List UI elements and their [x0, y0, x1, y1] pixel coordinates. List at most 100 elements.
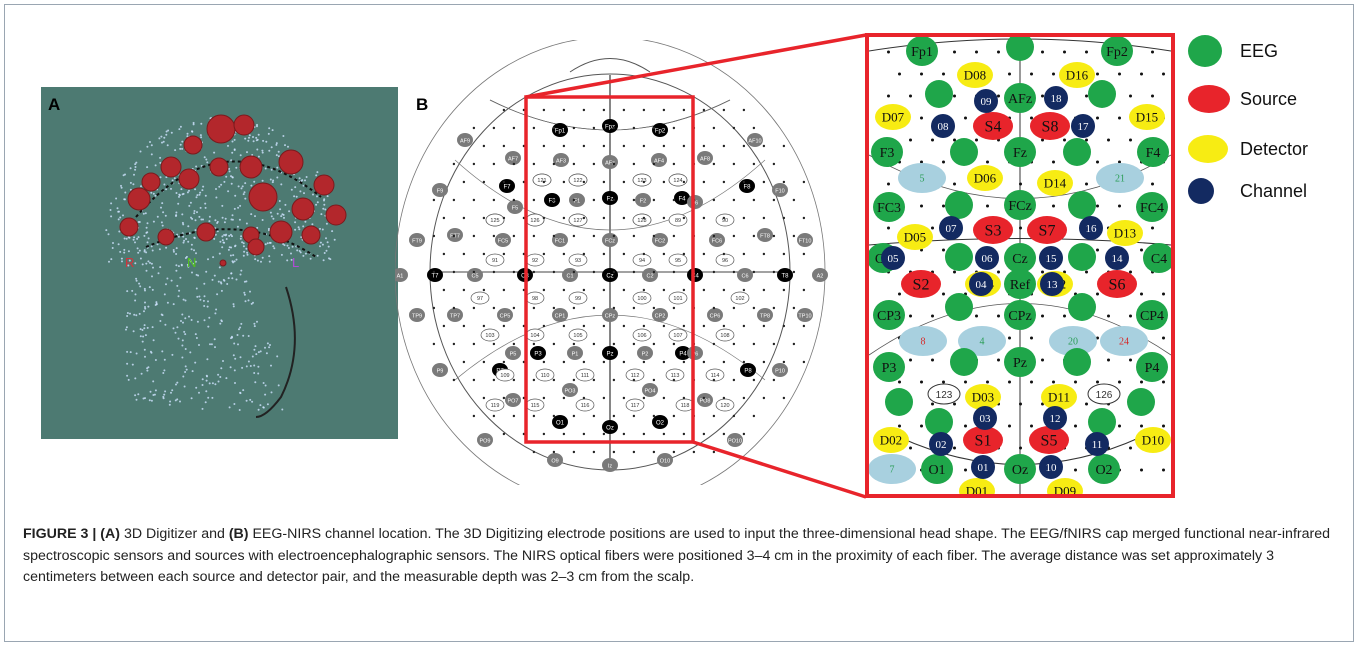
svg-text:126: 126	[1096, 390, 1113, 401]
point-cloud-dot	[215, 308, 218, 311]
point-cloud-dot	[151, 288, 154, 291]
point-cloud-dot	[253, 364, 256, 367]
grid-dot	[662, 396, 666, 400]
point-cloud-dot	[333, 238, 336, 241]
point-cloud-dot	[239, 392, 242, 395]
point-cloud-dot	[229, 233, 232, 236]
point-cloud-dot	[286, 259, 289, 262]
svg-text:TP9: TP9	[412, 314, 422, 320]
grid-dot	[602, 180, 606, 184]
point-cloud-dot	[294, 228, 297, 231]
point-cloud-dot	[326, 195, 329, 198]
point-cloud-dot	[278, 200, 281, 202]
point-cloud-dot	[145, 269, 148, 272]
point-cloud-dot	[239, 154, 242, 157]
svg-text:D16: D16	[1066, 68, 1089, 83]
point-cloud-dot	[177, 295, 180, 298]
point-cloud-dot	[257, 365, 260, 368]
electrode-marker	[141, 172, 161, 192]
point-cloud-dot	[304, 252, 307, 255]
point-cloud-dot	[195, 165, 198, 168]
point-cloud-dot	[181, 356, 184, 359]
grid-dot	[572, 378, 576, 382]
point-cloud-dot	[248, 136, 250, 139]
svg-text:C4: C4	[691, 274, 699, 280]
point-cloud-dot	[134, 163, 137, 166]
point-cloud-dot	[163, 369, 166, 372]
point-cloud-dot	[144, 289, 146, 292]
point-cloud-dot	[132, 330, 135, 333]
point-cloud-dot	[176, 284, 179, 287]
grid-dot	[672, 270, 676, 274]
light-marker: 5	[898, 163, 946, 193]
grid-dot	[602, 432, 606, 436]
grid-dot	[752, 162, 756, 166]
svg-text:P3: P3	[534, 352, 542, 358]
svg-text:118: 118	[681, 403, 690, 409]
point-cloud-dot	[239, 204, 242, 207]
point-cloud-dot	[157, 272, 160, 275]
electrode-f8: F8	[739, 179, 755, 193]
zoom-dot	[920, 116, 923, 120]
grid-dot	[562, 180, 566, 184]
point-cloud-dot	[143, 250, 146, 253]
point-cloud-dot	[231, 235, 233, 238]
grid-dot	[772, 270, 776, 274]
zoom-dot	[1162, 292, 1165, 296]
point-cloud-dot	[238, 218, 241, 221]
grid-dot	[792, 270, 796, 274]
point-cloud-dot	[146, 145, 149, 148]
point-cloud-dot	[321, 243, 324, 246]
digitizer-trace-line	[145, 228, 317, 258]
point-cloud-dot	[172, 250, 175, 253]
eeg-cz: Cz	[1004, 243, 1036, 273]
number-marker: 108	[715, 328, 735, 342]
electrode-af3: AF3	[553, 153, 569, 167]
eeg-electrode	[950, 348, 978, 376]
grid-dot	[632, 378, 636, 382]
point-cloud-dot	[138, 282, 141, 285]
grid-dot	[742, 432, 746, 436]
grid-dot	[662, 432, 666, 436]
grid-dot	[452, 270, 456, 274]
point-cloud-dot	[213, 237, 216, 240]
zoom-dot	[920, 160, 923, 164]
svg-text:110: 110	[541, 373, 550, 379]
channel-01: 01	[971, 455, 995, 479]
grid-dot	[482, 288, 486, 292]
point-cloud-dot	[265, 352, 268, 355]
point-cloud-dot	[233, 207, 236, 210]
point-cloud-dot	[125, 237, 128, 240]
svg-text:O2: O2	[656, 421, 665, 427]
svg-text:16: 16	[1086, 223, 1098, 235]
point-cloud-dot	[275, 143, 278, 146]
point-cloud-dot	[171, 389, 174, 392]
grid-dot	[702, 432, 706, 436]
point-cloud-dot	[251, 355, 254, 358]
point-cloud-dot	[135, 161, 138, 164]
point-cloud-dot	[232, 254, 235, 257]
grid-dot	[502, 324, 506, 328]
grid-dot	[482, 324, 486, 328]
svg-text:FT10: FT10	[799, 239, 812, 245]
legend-item-eeg: EEG	[1188, 35, 1278, 67]
point-cloud-dot	[198, 344, 200, 346]
point-cloud-dot	[165, 246, 168, 249]
point-cloud-dot	[186, 135, 189, 138]
caption-part-a-text: 3D Digitizer and	[120, 526, 229, 542]
point-cloud-dot	[152, 266, 154, 269]
grid-dot	[612, 162, 616, 166]
grid-dot	[712, 378, 716, 382]
grid-dot	[592, 234, 596, 238]
svg-text:CPz: CPz	[605, 314, 616, 320]
electrode-p3: P3	[530, 346, 546, 360]
grid-dot	[452, 198, 456, 202]
svg-text:120: 120	[720, 403, 729, 409]
grid-dot	[742, 216, 746, 220]
zoom-dot	[1129, 446, 1132, 450]
svg-text:F5: F5	[512, 206, 518, 212]
point-cloud-dot	[175, 264, 178, 267]
grid-dot	[742, 108, 746, 112]
grid-dot	[602, 288, 606, 292]
eeg-fp1: Fp1	[906, 37, 938, 66]
